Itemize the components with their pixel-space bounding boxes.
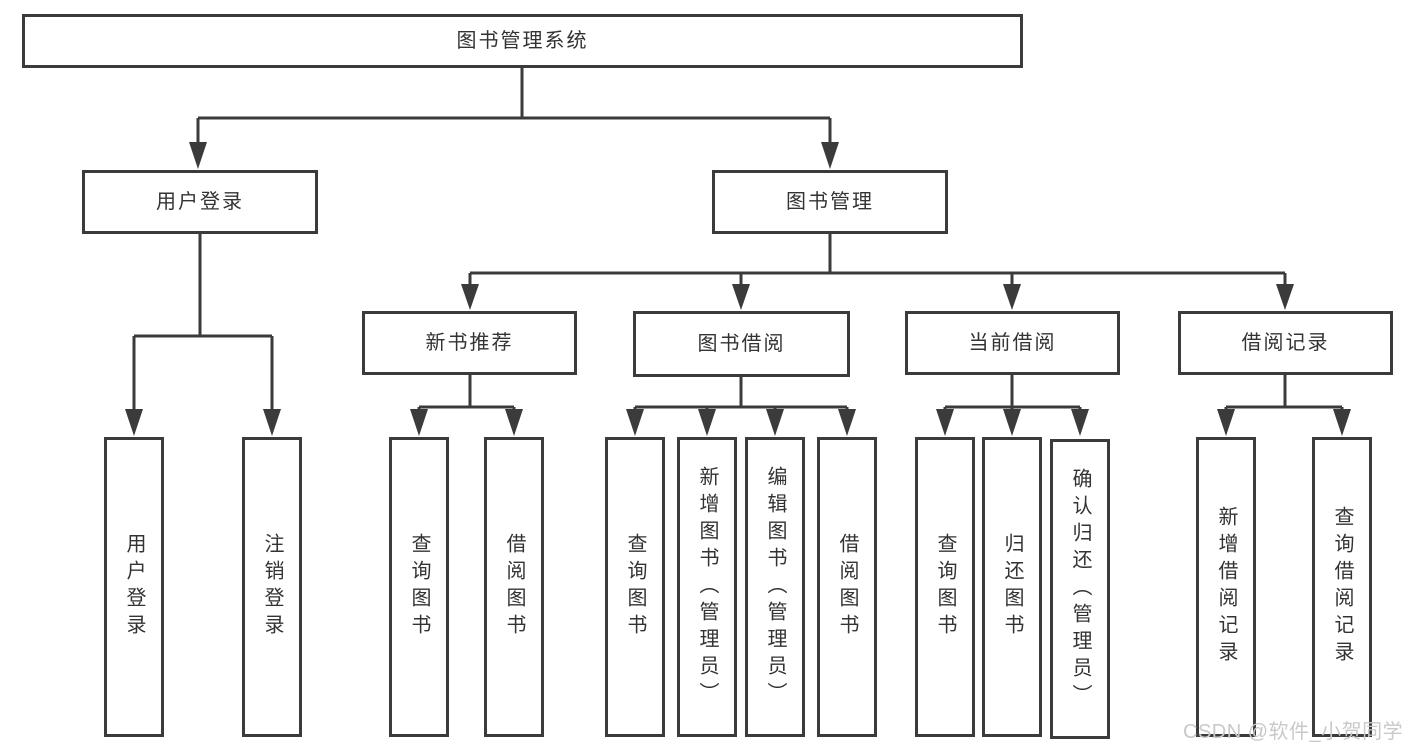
- node-book-management: 图书管理: [712, 170, 948, 234]
- leaf-query-book-current: 查询图书: [915, 437, 975, 737]
- leaf-query-book-borrow: 查询图书: [605, 437, 665, 737]
- leaf-confirm-return-admin: 确认归还（管理员）: [1050, 439, 1110, 739]
- leaf-edit-book-admin: 编辑图书（管理员）: [745, 437, 805, 737]
- leaf-query-book-recommend: 查询图书: [389, 437, 449, 737]
- leaf-borrow-book-recommend: 借阅图书: [484, 437, 544, 737]
- arrowheads: [125, 142, 1351, 436]
- node-user-login: 用户登录: [82, 170, 318, 234]
- node-book-borrowing: 图书借阅: [633, 311, 850, 377]
- leaf-borrow-book: 借阅图书: [817, 437, 877, 737]
- node-library-system: 图书管理系统: [22, 14, 1023, 68]
- leaf-return-book: 归还图书: [982, 437, 1042, 737]
- csdn-watermark: CSDN @软件_小贺同学: [1183, 721, 1404, 743]
- leaf-add-book-admin: 新增图书（管理员）: [677, 437, 737, 737]
- node-borrowing-records: 借阅记录: [1178, 311, 1393, 375]
- leaf-logout: 注销登录: [242, 437, 302, 737]
- leaf-add-borrow-record: 新增借阅记录: [1196, 437, 1256, 737]
- node-current-borrowing: 当前借阅: [905, 311, 1120, 375]
- node-new-book-recommend: 新书推荐: [362, 311, 577, 375]
- leaf-query-borrow-record: 查询借阅记录: [1312, 437, 1372, 737]
- leaf-user-login: 用户登录: [104, 437, 164, 737]
